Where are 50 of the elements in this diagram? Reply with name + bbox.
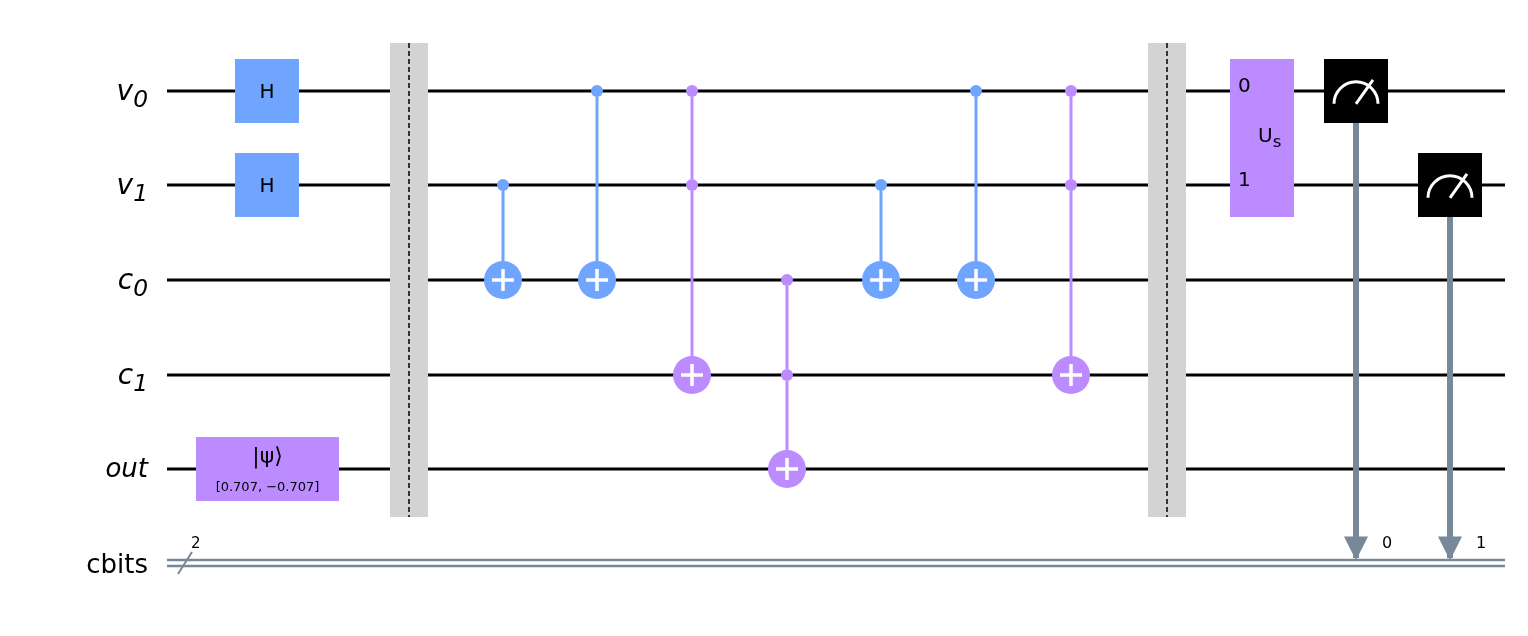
- wire-label: out: [105, 452, 148, 483]
- control-dot: [1065, 179, 1077, 191]
- control-dot: [781, 369, 793, 381]
- control-line: [785, 286, 789, 369]
- gate-label: |ψ⟩: [251, 443, 284, 468]
- control-line: [785, 381, 789, 450]
- control-dot: [875, 179, 887, 191]
- control-line: [595, 97, 599, 261]
- control-line: [690, 97, 694, 179]
- qubit-index: 1: [1238, 167, 1251, 191]
- qubit-index: 0: [1238, 73, 1251, 97]
- register-size: 2: [191, 533, 201, 552]
- bit-index: 0: [1382, 533, 1393, 553]
- control-line: [690, 191, 694, 356]
- classical-wire: [167, 558, 1505, 568]
- control-dot: [970, 85, 982, 97]
- control-line: [879, 191, 883, 261]
- register-label: cbits: [86, 548, 148, 579]
- hadamard-gate: H: [235, 153, 299, 217]
- bit-index: 1: [1476, 533, 1487, 553]
- measurement-gate: [1418, 153, 1482, 217]
- control-line: [1069, 191, 1073, 356]
- wire-label: c$_{1}$: [117, 357, 148, 397]
- unitary-gate: [1230, 59, 1294, 217]
- control-dot: [686, 179, 698, 191]
- target-symbol: [484, 261, 522, 299]
- control-line: [1069, 97, 1073, 179]
- wire-label: v$_{0}$: [116, 73, 148, 113]
- measurement-arrow: [1344, 123, 1368, 561]
- target-symbol: [578, 261, 616, 299]
- control-dot: [686, 85, 698, 97]
- target-symbol: [1052, 356, 1090, 394]
- initialize-gate: [196, 437, 339, 501]
- target-symbol: [768, 450, 806, 488]
- gate-label: U$_{s}$: [1258, 123, 1282, 151]
- control-line: [974, 97, 978, 261]
- gate-parameter: [0.707, −0.707]: [214, 479, 321, 494]
- control-dot: [591, 85, 603, 97]
- wire-label: c$_{0}$: [117, 262, 148, 302]
- target-symbol: [862, 261, 900, 299]
- target-symbol: [957, 261, 995, 299]
- measurement-arrow: [1438, 217, 1462, 561]
- measurement-gate: [1324, 59, 1388, 123]
- control-line: [501, 191, 505, 261]
- control-dot: [497, 179, 509, 191]
- control-dot: [781, 274, 793, 286]
- control-dot: [1065, 85, 1077, 97]
- hadamard-gate: H: [235, 59, 299, 123]
- wire-label: v$_{1}$: [116, 167, 148, 207]
- target-symbol: [673, 356, 711, 394]
